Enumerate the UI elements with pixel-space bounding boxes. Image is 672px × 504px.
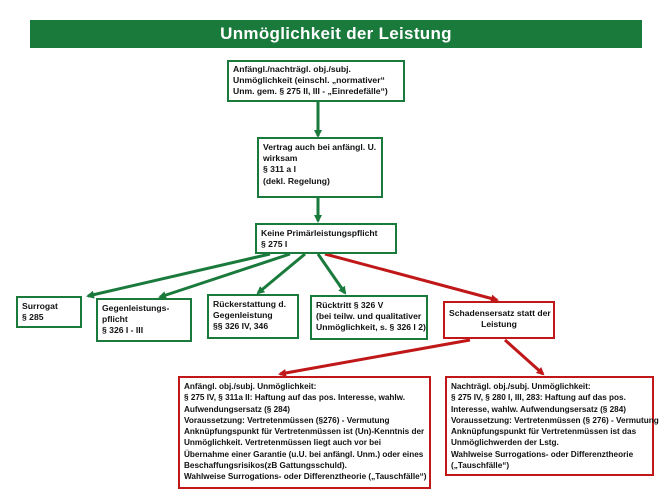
node-vertrag: Vertrag auch bei anfängl. U. wirksam § 3… (257, 137, 383, 198)
arrow-schadensersatz-to-anfaenglich (278, 338, 471, 377)
node-start: Anfängl./nachträgl. obj./subj. Unmöglich… (227, 60, 405, 102)
node-rueckerstattung: Rückerstattung d. Gegenleistung §§ 326 I… (207, 294, 299, 339)
arrow-primaer-to-schadensersatz (324, 252, 499, 303)
arrow-schadensersatz-to-nachtraeglich (503, 338, 545, 376)
node-nachtraeglich: Nachträgl. obj./subj. Unmöglichkeit: § 2… (445, 376, 659, 476)
node-ruecktritt: Rücktritt § 326 V (bei teilw. und qualit… (310, 295, 428, 340)
node-primaer: Keine Primärleistungspflicht § 275 I (255, 223, 397, 254)
arrow-primaer-to-gegenleistung (158, 252, 291, 299)
arrow-primaer-to-surrogat (86, 252, 271, 299)
arrow-primaer-to-rueckerstattung (256, 252, 306, 295)
arrow-primaer-to-ruecktritt (316, 253, 347, 295)
node-schadensersatz: Schadensersatz statt der Leistung (443, 301, 555, 339)
node-anfaenglich: Anfängl. obj./subj. Unmöglichkeit: § 275… (178, 376, 431, 489)
node-gegenleistung: Gegenleistungs- pflicht § 326 I - III (96, 298, 192, 342)
node-surrogat: Surrogat § 285 (16, 296, 82, 328)
diagram-title: Unmöglichkeit der Leistung (30, 20, 642, 48)
